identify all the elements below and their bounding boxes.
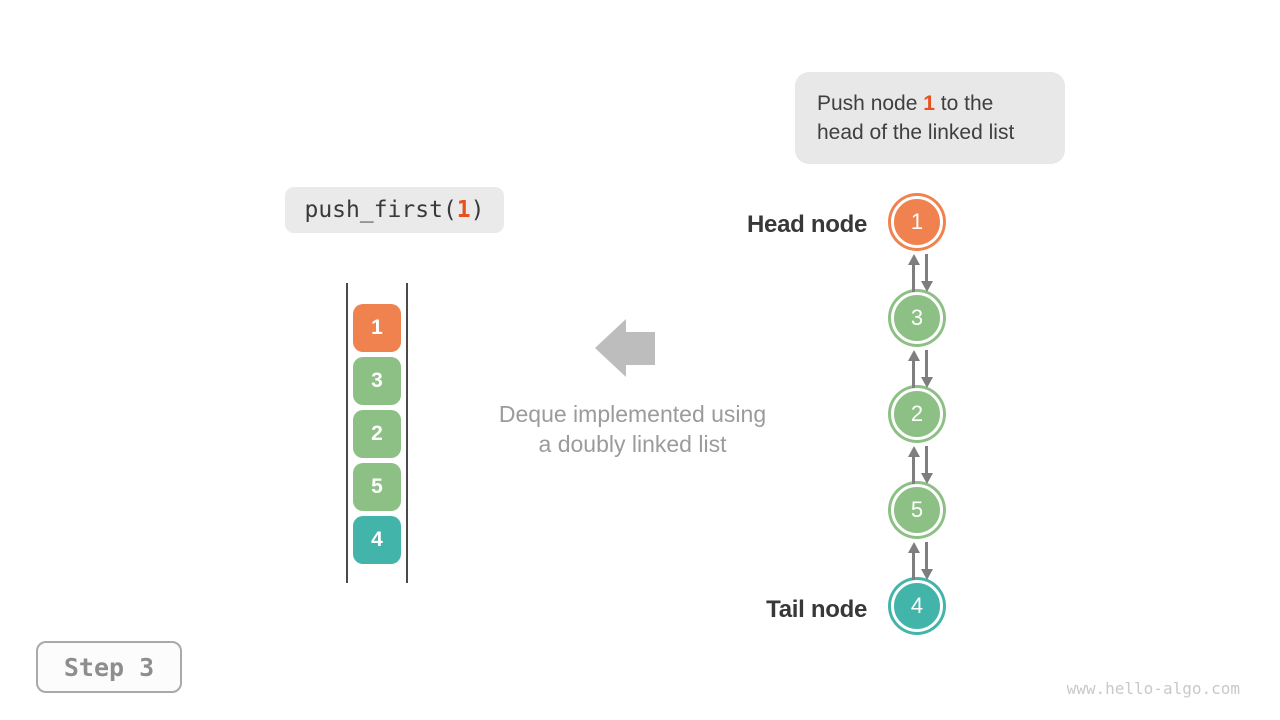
up-arrow-icon	[907, 446, 920, 457]
node-connector	[906, 350, 934, 388]
up-arrow-icon	[907, 350, 920, 361]
down-arrow-line	[925, 542, 928, 571]
callout-box: Push node 1 to the head of the linked li…	[795, 72, 1065, 164]
deque-cell: 4	[353, 516, 401, 564]
down-arrow-icon	[920, 569, 933, 580]
operation-arg: 1	[456, 197, 471, 223]
deque-cell: 2	[353, 410, 401, 458]
down-arrow-line	[925, 446, 928, 475]
arrow-caption: Deque implemented using a doubly linked …	[450, 399, 815, 459]
step-badge: Step 3	[36, 641, 182, 693]
node-connector	[906, 542, 934, 580]
tail-node-label: Tail node	[766, 596, 867, 623]
down-arrow-icon	[920, 281, 933, 292]
down-arrow-icon	[920, 473, 933, 484]
up-arrow-line	[912, 455, 915, 484]
node-connector	[906, 254, 934, 292]
up-arrow-icon	[907, 254, 920, 265]
callout-highlight-value: 1	[923, 92, 935, 115]
deque-cell: 3	[353, 357, 401, 405]
down-arrow-icon	[920, 377, 933, 388]
left-arrow-icon	[595, 319, 626, 377]
up-arrow-line	[912, 551, 915, 580]
deque-container: 1 3 2 5 4	[346, 283, 408, 583]
left-arrow-shaft	[625, 332, 655, 365]
list-node: 5	[891, 484, 943, 536]
deque-cell: 1	[353, 304, 401, 352]
node-connector	[906, 446, 934, 484]
list-node: 4	[891, 580, 943, 632]
up-arrow-icon	[907, 542, 920, 553]
arrow-caption-line1: Deque implemented using	[498, 401, 767, 427]
operation-prefix: push_first(	[304, 197, 457, 223]
track-line-right	[406, 283, 408, 583]
callout-text-line1-rest: to the	[934, 92, 994, 115]
operation-label: push_first(1)	[285, 187, 504, 233]
down-arrow-line	[925, 350, 928, 379]
watermark: www.hello-algo.com	[1066, 679, 1240, 698]
list-node: 1	[891, 196, 943, 248]
up-arrow-line	[912, 263, 915, 292]
track-line-left	[346, 283, 348, 583]
list-node: 2	[891, 388, 943, 440]
up-arrow-line	[912, 359, 915, 388]
down-arrow-line	[925, 254, 928, 283]
arrow-caption-line2: a doubly linked list	[538, 431, 727, 457]
deque-cell: 5	[353, 463, 401, 511]
callout-text-prefix: Push node	[817, 92, 924, 115]
callout-text-line2: head of the linked list	[817, 121, 1015, 144]
operation-suffix: )	[470, 197, 485, 223]
head-node-label: Head node	[747, 211, 867, 238]
list-node: 3	[891, 292, 943, 344]
